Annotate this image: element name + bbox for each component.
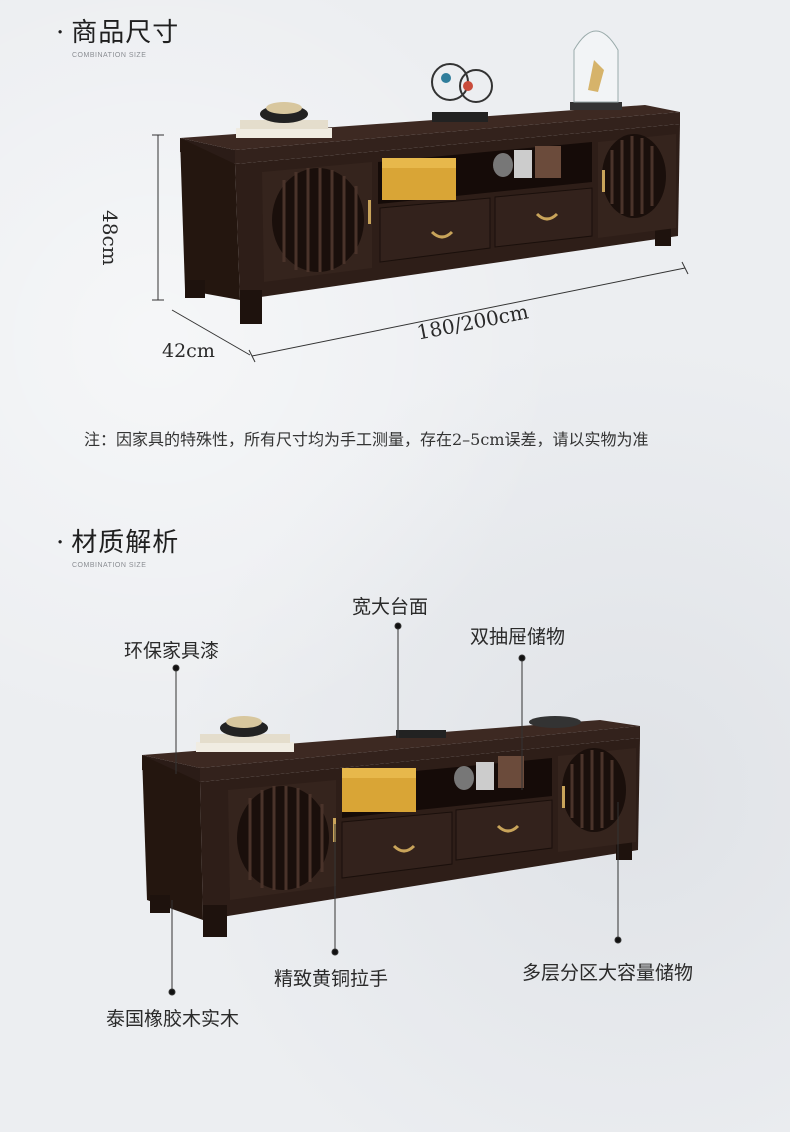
label-large-storage: 多层分区大容量储物 — [522, 962, 694, 984]
section-title-text: 商品尺寸 — [71, 18, 180, 48]
drawer-handle-right — [535, 212, 559, 221]
drawer-handle-left — [430, 230, 454, 239]
bullet-dot: · — [56, 18, 66, 48]
section-title-text: 材质解析 — [71, 528, 180, 558]
label-rubber-wood: 泰国橡胶木实木 — [106, 1008, 240, 1030]
drawer-left — [379, 197, 491, 263]
label-double-drawers: 双抽屉储物 — [470, 626, 566, 648]
section-title-material: ·材质解析 — [56, 522, 179, 559]
label-wide-top: 宽大台面 — [352, 596, 429, 618]
label-brass-handles: 精致黄铜拉手 — [274, 968, 389, 990]
bullet-dot: · — [56, 528, 66, 558]
section-subtitle-material: COMBINATION SIZE — [72, 562, 147, 569]
section-title-size: ·商品尺寸 — [56, 12, 179, 49]
height-dimension-label: 48cm — [98, 210, 122, 266]
measurement-note: 注：因家具的特殊性，所有尺寸均为手工测量，存在2–5cm误差，请以实物为准 — [84, 430, 649, 449]
left-door-slats — [282, 168, 358, 272]
dimension-lines — [152, 134, 689, 363]
left-door-handle — [368, 200, 371, 224]
callout-lines — [168, 622, 622, 996]
depth-dimension-label: 42cm — [162, 340, 215, 362]
tv-cabinet-dimension-illustration — [152, 30, 689, 363]
label-eco-paint: 环保家具漆 — [124, 640, 220, 662]
cabinet-top — [180, 105, 680, 150]
cabinet-side — [180, 138, 240, 300]
books-decor — [236, 128, 332, 138]
section-subtitle-size: COMBINATION SIZE — [72, 52, 147, 59]
left-door-circle — [272, 168, 364, 272]
